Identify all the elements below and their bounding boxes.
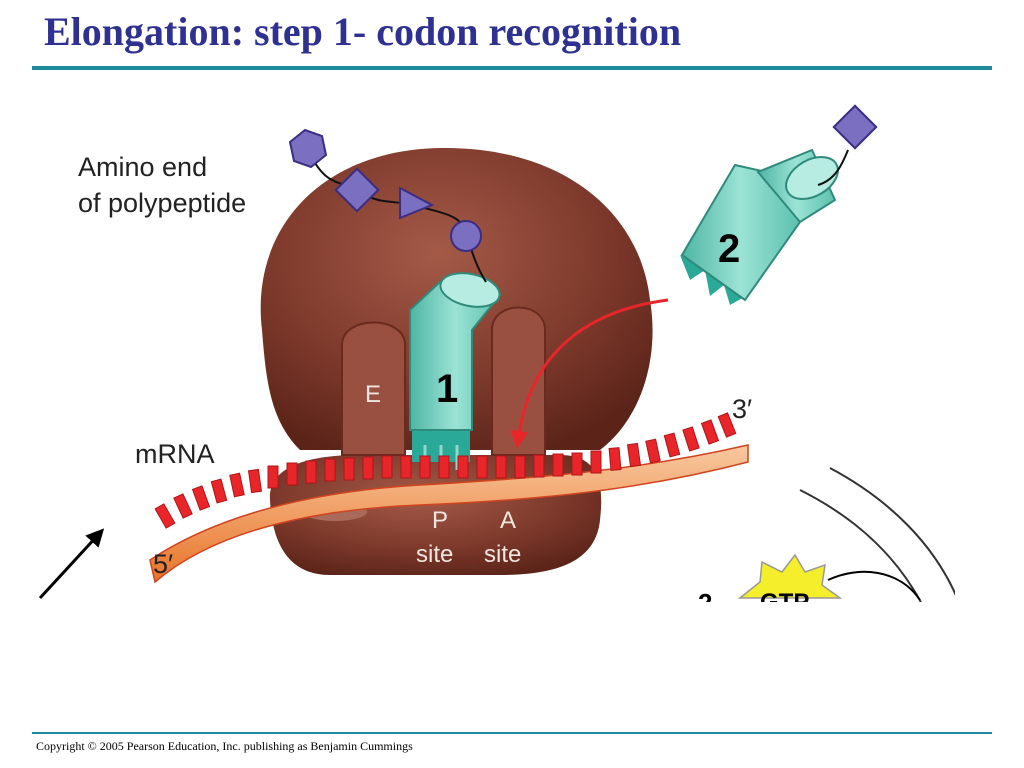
a-site-letter: A [500, 507, 516, 534]
p-site-word: site [416, 541, 453, 568]
copyright-notice: Copyright © 2005 Pearson Education, Inc.… [36, 739, 413, 753]
amino-end-label-line2: of polypeptide [78, 188, 246, 218]
five-prime-label: 5′ [153, 549, 173, 579]
e-site-channel [341, 321, 406, 456]
entry-arrow [510, 298, 669, 449]
slide-title: Elongation: step 1- codon recognition [44, 9, 682, 54]
amino-acid-triangle [399, 186, 435, 220]
footer-divider [32, 732, 992, 734]
next-step-number: 2 [698, 588, 712, 618]
a-site-channel [491, 306, 546, 456]
amino-acid-diamond [334, 167, 380, 213]
p-site-letter: P [432, 507, 448, 534]
movement-arrow [38, 528, 105, 600]
trna1-number: 1 [436, 367, 458, 411]
three-prime-label: 3′ [732, 394, 752, 424]
trna2-number: 2 [718, 227, 740, 271]
e-site-label: E [365, 381, 381, 408]
title-divider [32, 66, 992, 70]
amino-acid-hexagon [288, 128, 328, 169]
gtp-connector [827, 570, 921, 601]
mrna-strand [149, 412, 749, 584]
trna-incoming [680, 104, 878, 305]
gtp-star [737, 553, 843, 599]
amino-acid-circle [450, 220, 482, 252]
gtp-label: GTP [760, 589, 809, 616]
incoming-amino-acid-diamond [832, 104, 878, 150]
amino-end-label-line1: Amino end [78, 152, 207, 182]
a-site-word: site [484, 541, 521, 568]
polypeptide-chain [288, 128, 487, 283]
mrna-label: mRNA [135, 439, 215, 469]
